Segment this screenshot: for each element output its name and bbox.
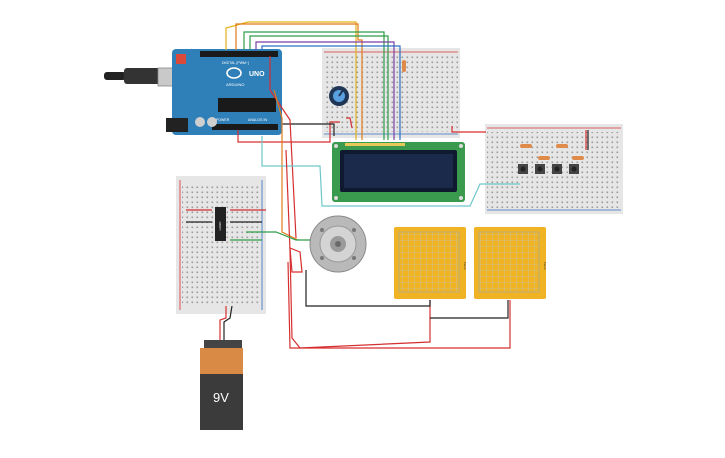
arduino-brand: UNO xyxy=(249,71,265,78)
arduino-board[interactable]: UNO ARDUINO DIGITAL (PWM~) POWER ANALOG … xyxy=(166,49,282,135)
wire-red-top xyxy=(237,121,340,143)
wire-blue xyxy=(261,45,401,140)
sensor-right[interactable]: Piezo xyxy=(474,227,547,299)
wire-red-pot xyxy=(346,117,353,129)
sensor-right-label: Piezo xyxy=(543,262,547,270)
arduino-analog-label: ANALOG IN xyxy=(248,118,268,122)
wire-red-lower-b xyxy=(287,261,511,349)
wire-red-right-top xyxy=(451,126,486,133)
wire-green-b xyxy=(249,35,389,140)
wire-black-lower xyxy=(305,270,431,307)
sensor-left-label: Piezo xyxy=(463,262,467,270)
arduino-maker: ARDUINO xyxy=(226,82,244,87)
sensor-left[interactable]: Piezo xyxy=(394,227,467,299)
wire-green-a xyxy=(243,31,385,140)
battery-9v[interactable]: 9V xyxy=(200,340,243,430)
battery-label: 9V xyxy=(213,390,229,405)
wire-purple xyxy=(255,41,395,140)
wire-red-motor xyxy=(289,247,303,273)
lcd-display[interactable] xyxy=(332,142,465,202)
wire-black-battery xyxy=(223,305,233,340)
wire-red-lower xyxy=(285,149,431,349)
dc-motor-icon[interactable] xyxy=(309,215,367,273)
resistors xyxy=(402,60,584,160)
wire-cyan xyxy=(261,136,520,207)
wire-green-motor xyxy=(246,231,310,241)
arduino-power-label: POWER xyxy=(216,118,230,122)
motor-driver-chip[interactable]: L293D xyxy=(215,207,226,241)
breadboard-left[interactable] xyxy=(176,176,266,314)
wire-black-top xyxy=(282,123,335,136)
wire-yellow xyxy=(225,21,357,140)
wire-red-battery xyxy=(219,306,227,340)
wire-black-lower-b xyxy=(430,300,509,319)
arduino-digital-label: DIGITAL (PWM~) xyxy=(222,61,249,65)
chip-label: L293D xyxy=(218,221,222,231)
potentiometer-icon[interactable] xyxy=(329,86,349,106)
push-buttons[interactable] xyxy=(518,164,579,174)
wire-red-arduino-left xyxy=(269,56,297,239)
breadboard-top[interactable] xyxy=(322,48,460,138)
wires xyxy=(186,21,589,349)
